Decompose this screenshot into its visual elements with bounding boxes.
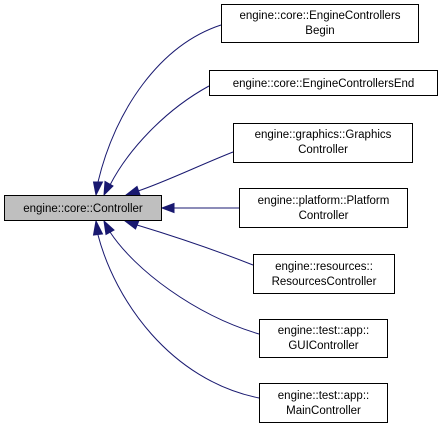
node-label: MainController: [286, 405, 361, 417]
edge-main-controller: [92, 219, 260, 399]
node-label: engine::core::EngineControllers: [239, 10, 400, 22]
node-label: ResourcesController: [272, 276, 377, 288]
node-engine-controllers-end[interactable]: engine::core::EngineControllersEnd: [209, 70, 438, 96]
node-label: engine::core::Controller: [23, 203, 143, 215]
node-platform-controller[interactable]: engine::platform::Platform Controller: [239, 188, 408, 228]
node-label: GUIController: [288, 340, 358, 352]
node-label: Controller: [298, 144, 348, 156]
node-label: Controller: [299, 210, 349, 222]
node-engine-core-controller[interactable]: engine::core::Controller: [4, 195, 162, 221]
edges: [92, 24, 260, 399]
edge-engine-controllers-begin: [92, 24, 222, 197]
node-label: engine::core::EngineControllersEnd: [233, 78, 415, 90]
edge-graphics-controller: [124, 151, 234, 196]
node-label: Begin: [305, 25, 334, 37]
edge-platform-controller: [160, 202, 239, 214]
edge-engine-controllers-end: [103, 85, 210, 197]
node-graphics-controller[interactable]: engine::graphics::Graphics Controller: [233, 123, 413, 163]
node-label: engine::resources::: [275, 261, 373, 273]
node-label: engine::test::app::: [278, 390, 369, 402]
node-resources-controller[interactable]: engine::resources:: ResourcesController: [253, 254, 395, 294]
node-main-controller[interactable]: engine::test::app:: MainController: [259, 383, 388, 423]
node-label: engine::platform::Platform: [258, 195, 390, 207]
node-gui-controller[interactable]: engine::test::app:: GUIController: [259, 319, 388, 358]
node-label: engine::test::app::: [278, 325, 369, 337]
node-label: engine::graphics::Graphics: [255, 129, 392, 141]
edge-gui-controller: [103, 219, 260, 335]
edge-resources-controller: [123, 219, 254, 266]
node-engine-controllers-begin[interactable]: engine::core::EngineControllers Begin: [221, 4, 419, 43]
